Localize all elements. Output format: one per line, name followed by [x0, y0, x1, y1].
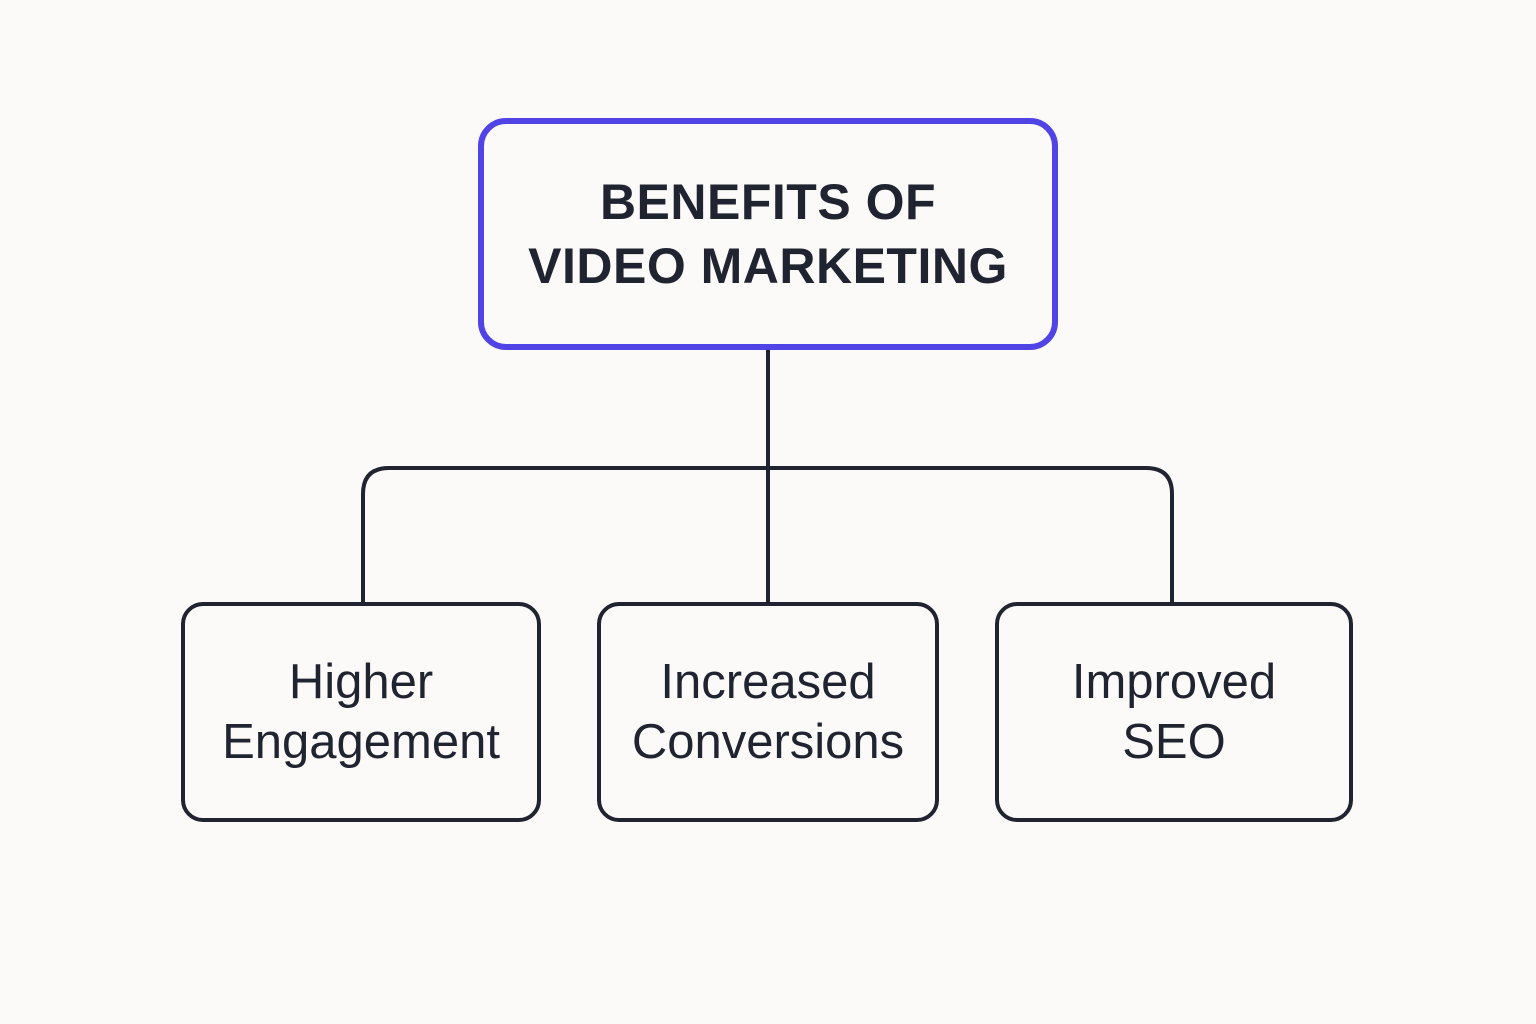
child-node-label: Higher Engagement: [222, 655, 500, 769]
child-node-label: Increased Conversions: [631, 655, 905, 769]
child-node-higher-engagement: Higher Engagement: [181, 602, 541, 822]
child-node-label: Improved SEO: [1071, 655, 1277, 769]
root-node-label: BENEFITS OF VIDEO MARKETING: [528, 174, 1008, 294]
child-node-increased-conversions: Increased Conversions: [597, 602, 939, 822]
root-node: BENEFITS OF VIDEO MARKETING: [478, 118, 1058, 350]
child-node-improved-seo: Improved SEO: [995, 602, 1353, 822]
